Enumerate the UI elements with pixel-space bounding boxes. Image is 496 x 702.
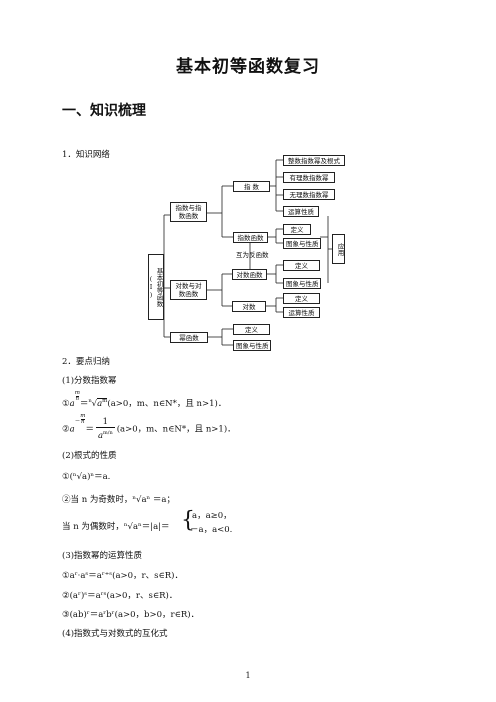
- exponent-rule-3: ③(ab)ʳ＝aʳbʳ(a>0，b>0，r∈R)．: [62, 610, 200, 620]
- radical-property-1: ①(ⁿ√a)ⁿ＝a.: [62, 472, 111, 482]
- node-power-function: 幂函数: [170, 332, 208, 343]
- piecewise-case-1: a，a≥0，: [192, 511, 232, 521]
- node-integer-power-radical: 整数指数幂及根式: [283, 155, 345, 166]
- node-logarithm: 对数: [232, 301, 266, 312]
- node-graph-log: 图象与性质: [283, 278, 321, 289]
- node-def-log: 定义: [283, 260, 320, 271]
- node-def-logarithm: 定义: [283, 293, 320, 304]
- subheading-key-points: 2．要点归纳: [62, 357, 110, 367]
- radical-property-2: ②当 n 为奇数时，ⁿ√aⁿ ＝a；: [62, 495, 175, 505]
- node-exp-group: 指数与指数函数: [170, 202, 207, 222]
- node-zhishu: 指 数: [233, 181, 270, 192]
- node-ops-properties-exp: 运算性质: [283, 206, 319, 217]
- node-log-group: 对数与对数函数: [170, 280, 207, 300]
- diagram-root-node: 基本初等函数(Ⅰ): [147, 254, 164, 320]
- node-graph-exp: 图象与性质: [283, 238, 321, 249]
- page-number: 1: [245, 671, 251, 680]
- node-graph-power: 图象与性质: [233, 340, 271, 351]
- heading-exp-log-conversion: (4)指数式与对数式的互化式: [62, 629, 168, 639]
- radical-property-3: 当 n 为偶数时，ⁿ√aⁿ＝|a|＝: [62, 522, 170, 532]
- exponent-rule-1: ①aʳ·aˢ＝aʳ⁺ˢ(a>0，r、s∈R)．: [62, 571, 183, 581]
- node-logarithmic-function: 对数函数: [232, 269, 267, 280]
- section-heading: 一、知识梳理: [62, 103, 146, 119]
- heading-exponent-rules: (3)指数幂的运算性质: [62, 551, 143, 561]
- node-irrational-power: 无理数指数幂: [283, 189, 335, 200]
- node-def-exp: 定义: [283, 224, 311, 235]
- piecewise-brace: {: [181, 508, 195, 533]
- heading-fractional-power: (1)分数指数幂: [62, 376, 117, 386]
- subheading-knowledge-network: 1．知识网络: [62, 150, 110, 160]
- page-title: 基本初等函数复习: [176, 57, 320, 77]
- node-exponential-function: 指数函数: [233, 232, 268, 243]
- heading-radical-properties: (2)根式的性质: [62, 451, 117, 461]
- node-def-power: 定义: [233, 324, 270, 335]
- piecewise-case-2: －a，a<0.: [190, 525, 233, 535]
- node-application: 应用: [332, 234, 345, 264]
- node-rational-power: 有理数指数幂: [283, 172, 335, 183]
- node-ops-log: 运算性质: [283, 307, 320, 318]
- label-inverse-functions: 互为反函数: [236, 251, 269, 259]
- exponent-rule-2: ②(aʳ)ˢ＝aʳˢ(a>0，r、s∈R)．: [62, 591, 178, 601]
